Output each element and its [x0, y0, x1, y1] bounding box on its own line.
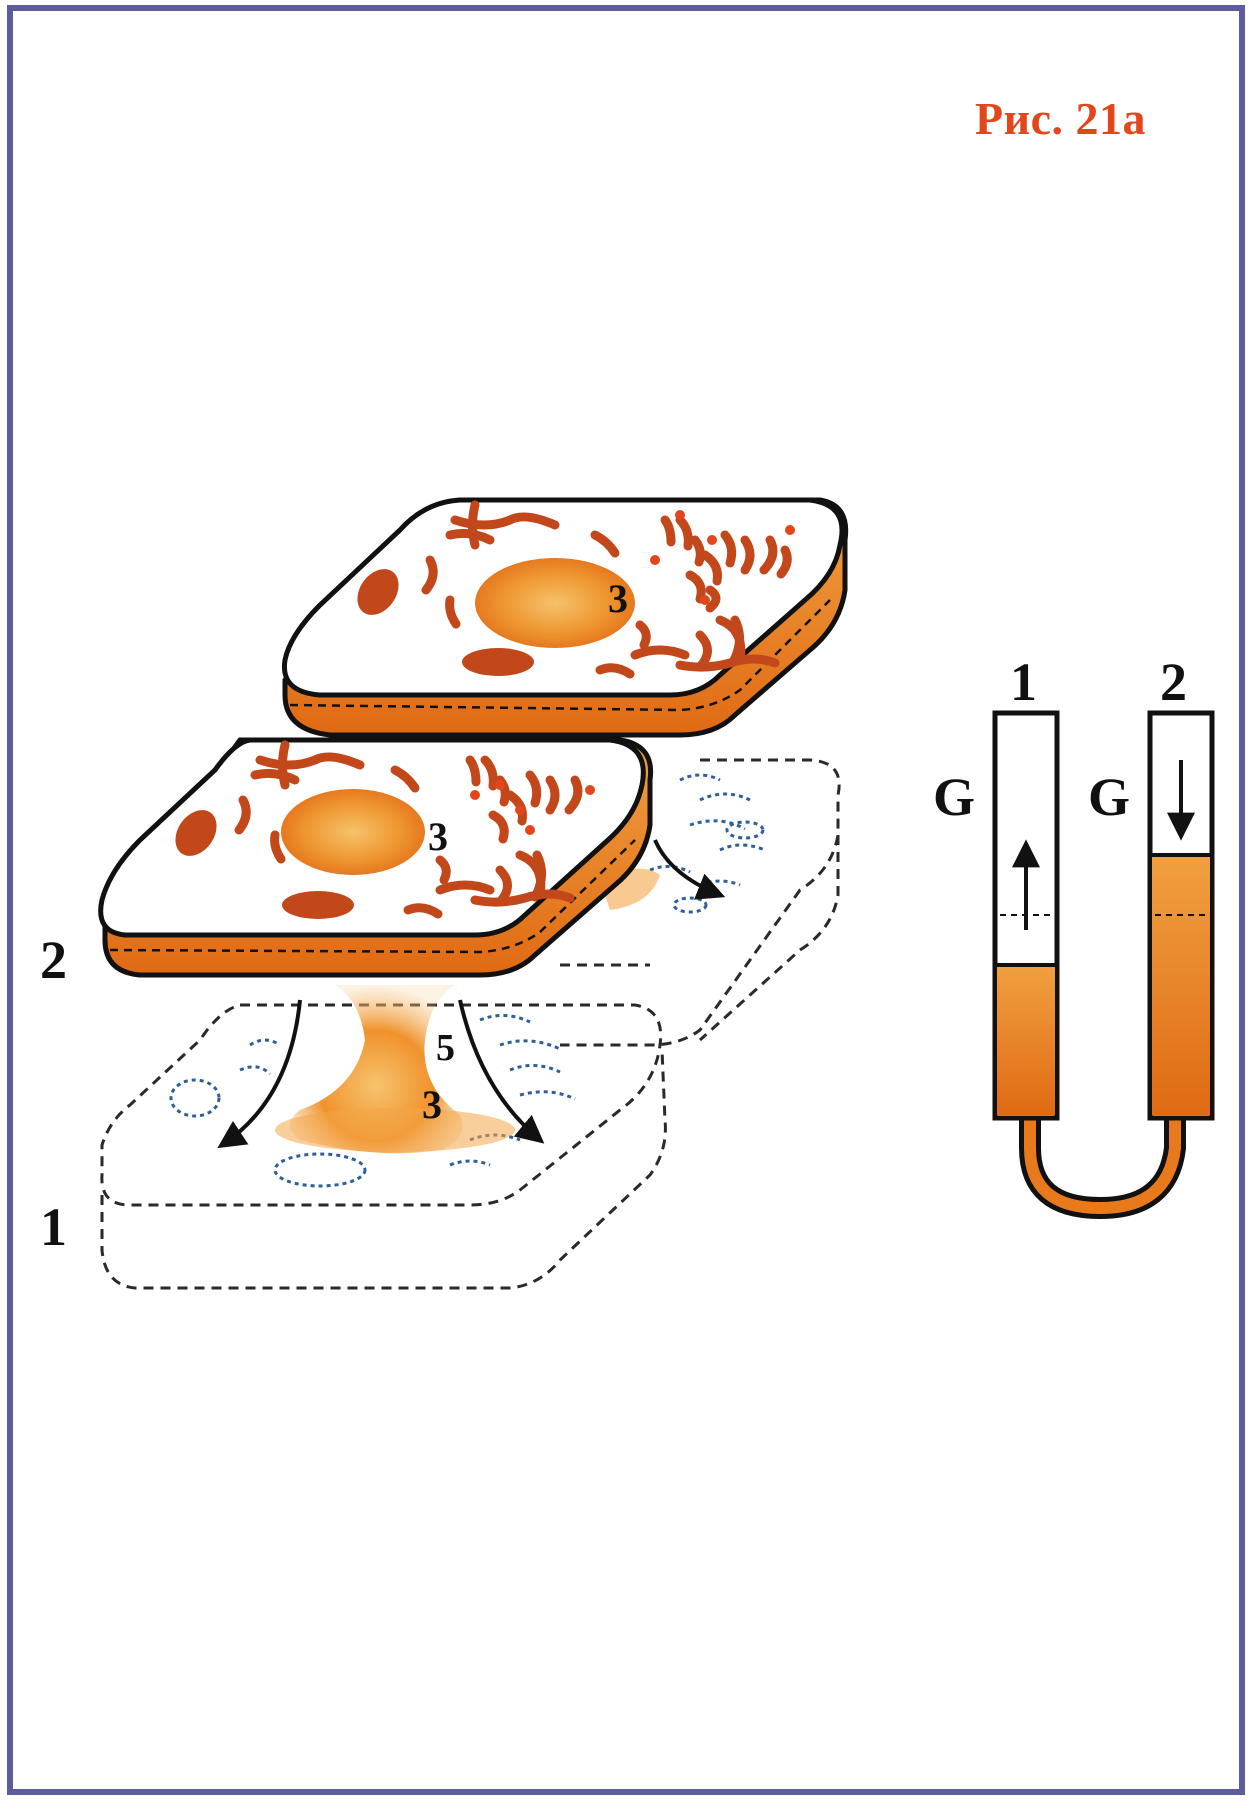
tube-2-letter: G [1088, 767, 1130, 827]
tube-2 [1150, 713, 1212, 1118]
tube-1 [995, 713, 1057, 1118]
u-tube: 1 2 G G [933, 652, 1212, 1208]
nucleus-middle-label: 3 [428, 814, 448, 859]
tube-1-letter: G [933, 767, 975, 827]
nucleus-middle [281, 789, 425, 875]
cell-1-label: 1 [40, 1197, 67, 1257]
tube-1-number: 1 [1010, 652, 1037, 712]
cell-2-label: 2 [40, 930, 67, 990]
efflux-secondary-label: 5 [436, 1027, 455, 1069]
release-plume [275, 985, 515, 1153]
cell-top: 3 [284, 500, 845, 735]
efflux-label: 3 [422, 1082, 442, 1127]
cell-middle: 3 [101, 740, 651, 975]
figure-caption: Рис. 21а [975, 92, 1146, 145]
arrow-right [655, 840, 720, 895]
nucleus-top-label: 3 [608, 576, 628, 621]
tube-2-number: 2 [1160, 652, 1187, 712]
